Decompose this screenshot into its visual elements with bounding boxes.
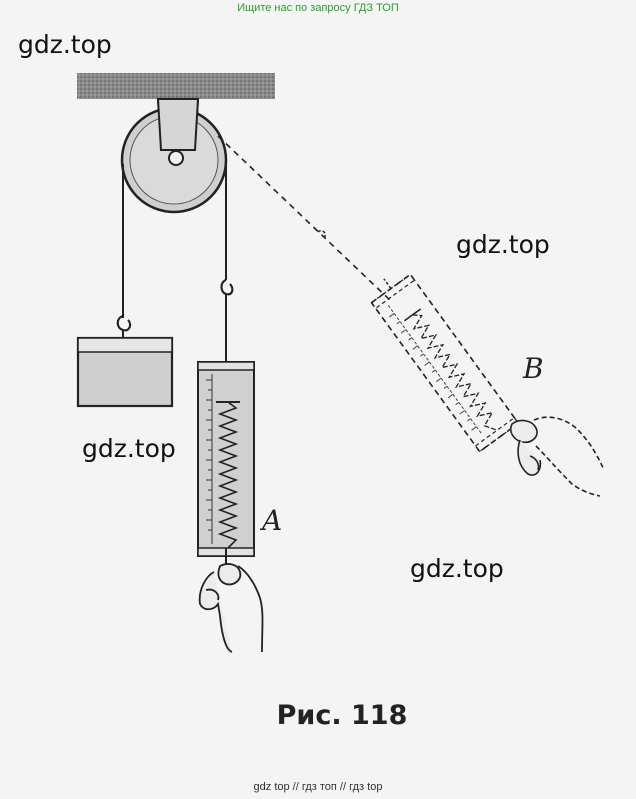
hand-a: [198, 563, 264, 653]
pulley-wheel: [120, 98, 228, 214]
watermark-3: gdz.top: [82, 434, 176, 463]
figure-caption: Рис. 118: [276, 700, 408, 731]
watermark-4: gdz.top: [410, 554, 504, 583]
dynamometer-a-hook: [220, 278, 234, 296]
weight-hook: [116, 314, 132, 332]
dynamometer-a-spring: [217, 401, 239, 549]
ceiling-beam: [77, 73, 275, 99]
dynamometer-a: [197, 361, 255, 576]
dynamometer-a-label: A: [259, 504, 282, 537]
rope-dashed: [217, 135, 393, 303]
watermark-2: gdz.top: [456, 230, 550, 259]
top-banner[interactable]: Ищите нас по запросу ГДЗ ТОП: [237, 2, 399, 14]
weight-block: [76, 336, 174, 408]
footer-links[interactable]: gdz top // гдз топ // гдз top: [253, 781, 383, 793]
dynamometer-b-label: B: [522, 352, 544, 385]
dynamometer-b-spring: [412, 314, 497, 431]
watermark-1: gdz.top: [18, 30, 112, 59]
dynamometer-b: [370, 273, 520, 453]
dashed-hook: [317, 230, 326, 239]
hand-b: [509, 416, 605, 497]
